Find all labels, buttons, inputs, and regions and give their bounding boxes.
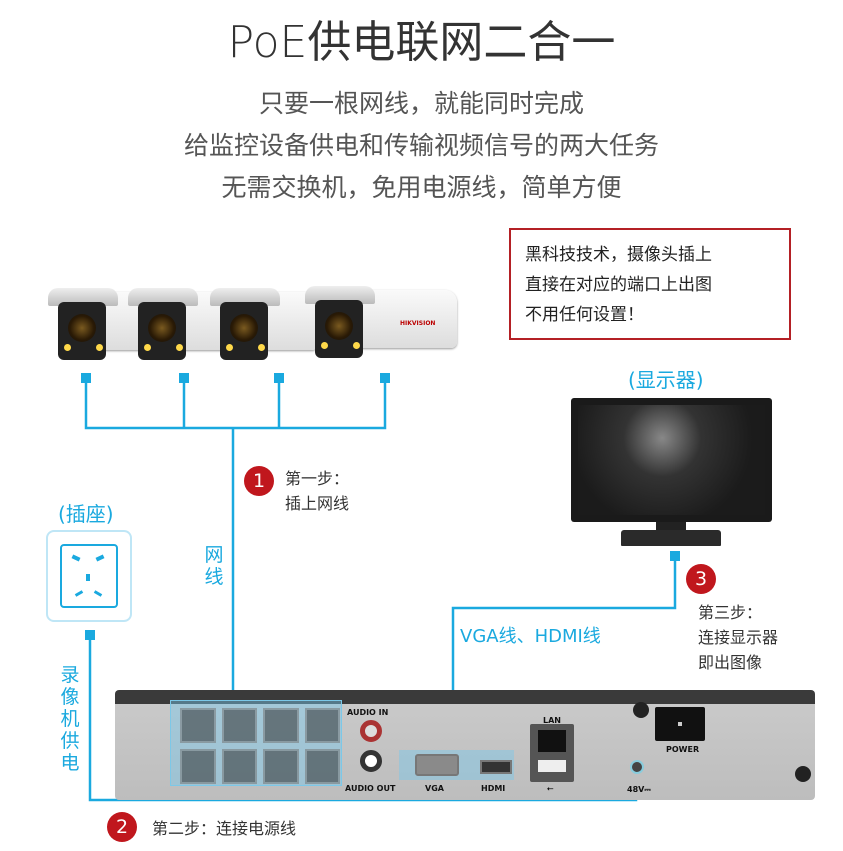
hdmi-port — [480, 760, 512, 774]
dc-label: 48V⎓ — [627, 785, 651, 794]
audio-out-label: AUDIO OUT — [345, 784, 396, 793]
note-box: 黑科技技术，摄像头插上 直接在对应的端口上出图 不用任何设置！ — [509, 228, 791, 340]
step-2-text: 第二步：连接电源线 — [152, 819, 297, 838]
monitor-label: (显示器) — [628, 368, 704, 392]
note-line: 黑科技技术，摄像头插上 — [525, 245, 712, 265]
lan-usb-block — [530, 724, 574, 782]
camera: HIKVISION — [305, 282, 460, 362]
page-title: PoE供电联网二合一 — [227, 17, 616, 68]
vga-port — [415, 754, 459, 776]
power-socket — [46, 530, 132, 622]
ethernet-port-grid — [180, 708, 340, 784]
hdmi-label: HDMI — [481, 784, 506, 793]
power-switch — [655, 707, 705, 741]
dc-port — [630, 760, 644, 774]
socket-label: (插座) — [58, 502, 114, 526]
camera-brand: HIKVISION — [400, 320, 436, 327]
camera — [210, 284, 320, 364]
step-3-badge: 3 — [686, 564, 716, 594]
video-cable — [451, 556, 677, 755]
note-line: 不用任何设置！ — [525, 305, 644, 325]
subtitle-line: 只要一根网线，就能同时完成 — [258, 89, 584, 118]
monitor — [571, 398, 772, 522]
lan-label: LAN — [543, 716, 561, 725]
audio-in-port — [360, 720, 382, 742]
note-line: 直接在对应的端口上出图 — [525, 275, 712, 295]
subtitle-line: 给监控设备供电和传输视频信号的两大任务 — [183, 131, 659, 160]
power-label: 录像机供电 — [60, 664, 80, 774]
usb-label: ⭠ — [547, 784, 554, 793]
network-cable — [84, 378, 387, 738]
video-cable-label: VGA线、HDMI线 — [460, 626, 601, 647]
step-2-badge: 2 — [107, 812, 137, 842]
vga-label: VGA — [425, 784, 444, 793]
subtitle-line: 无需交换机，免用电源线，简单方便 — [221, 173, 622, 202]
audio-in-label: AUDIO IN — [347, 708, 389, 717]
step-1-badge: 1 — [244, 466, 274, 496]
audio-out-port — [360, 750, 382, 772]
step-1-text: 第一步：插上网线 — [285, 469, 350, 513]
cable-label: 网线 — [204, 544, 224, 588]
step-3-text: 第三步：连接显示器即出图像 — [698, 603, 779, 672]
power-label: POWER — [666, 745, 700, 754]
